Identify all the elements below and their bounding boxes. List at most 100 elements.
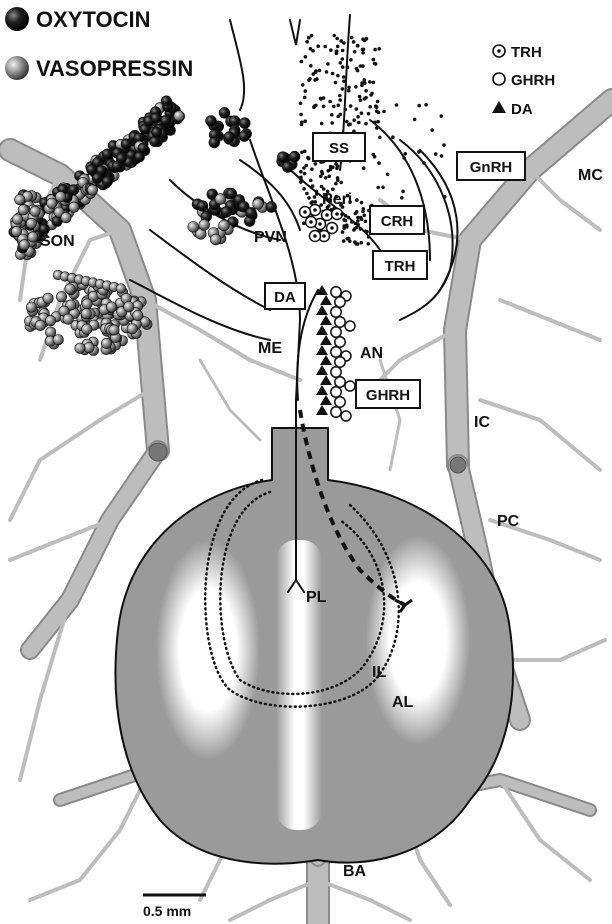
hypophysiotropic-neuron-dot xyxy=(328,100,332,104)
pvn-neuron xyxy=(209,137,220,148)
hypophysiotropic-neuron-dot xyxy=(339,181,343,185)
label-son: SON xyxy=(40,233,75,250)
peri-dot xyxy=(364,220,368,224)
son-neuron xyxy=(82,299,92,309)
son-neuron xyxy=(26,302,36,312)
hypophysiotropic-neuron-dot xyxy=(386,173,390,177)
trh-neuron-core xyxy=(303,210,307,214)
hypophysiotropic-neuron-dot xyxy=(359,98,363,102)
son-neuron xyxy=(45,315,55,325)
hypophysiotropic-neuron-dot xyxy=(363,39,367,43)
label-il: IL xyxy=(372,664,386,681)
hypophysiotropic-neuron-dot xyxy=(376,186,380,190)
oxytocin-swatch-icon xyxy=(5,7,29,31)
label-peri: Peri xyxy=(322,191,352,208)
label-ss: SS xyxy=(329,140,349,157)
vasopressin-swatch-icon xyxy=(5,56,29,80)
hypophysiotropic-neuron-dot xyxy=(344,108,348,112)
hypophysiotropic-neuron-dot xyxy=(330,113,334,117)
son-neuron xyxy=(133,310,143,320)
da-neuron xyxy=(316,365,328,375)
hypophysiotropic-neuron-dot xyxy=(337,104,341,108)
hypophysiotropic-neuron-dot xyxy=(300,60,304,64)
son-neuron xyxy=(69,202,79,212)
da-symbol-icon xyxy=(492,101,506,113)
hypophysiotropic-neuron-dot xyxy=(377,161,381,165)
hypophysiotropic-neuron-dot xyxy=(314,69,318,73)
legend-ghrh: GHRH xyxy=(511,72,555,89)
hypophysiotropic-neuron-dot xyxy=(362,166,366,170)
hypophysiotropic-neuron-dot xyxy=(334,81,338,85)
legend-oxytocin: OXYTOCIN xyxy=(36,7,151,32)
pvn-neuron xyxy=(277,152,288,163)
hypophysiotropic-neuron-dot xyxy=(373,48,377,52)
hypophysiotropic-neuron-dot xyxy=(339,39,343,43)
ghrh-neuron xyxy=(345,321,355,331)
label-me: ME xyxy=(258,340,282,357)
son-neuron xyxy=(174,111,184,121)
son-neuron xyxy=(28,232,38,242)
hypophysiotropic-neuron-dot xyxy=(319,97,323,101)
hypophysiotropic-neuron-dot xyxy=(400,196,404,200)
hypophysiotropic-neuron-dot xyxy=(324,176,328,180)
da-neuron xyxy=(320,355,332,365)
ghrh-neuron xyxy=(331,347,341,357)
label-mc: MC xyxy=(578,167,603,184)
label-pc: PC xyxy=(497,513,520,530)
hypophysiotropic-neuron-dot xyxy=(336,179,340,183)
peri-dot xyxy=(342,239,346,243)
peri-dot xyxy=(345,223,349,227)
peri-dot xyxy=(355,210,359,214)
hypophysiotropic-neuron-dot xyxy=(391,135,395,139)
arcuate-neuron-cluster xyxy=(316,285,355,421)
hypophysiotropic-neuron-dot xyxy=(303,96,307,100)
hypophysiotropic-neuron-dot xyxy=(349,104,353,108)
son-neuron xyxy=(87,185,97,195)
hypophysiotropic-neuron-dot xyxy=(327,175,331,179)
son-neuron xyxy=(116,153,126,163)
hypophysiotropic-neuron-dot xyxy=(372,81,376,85)
peri-dot xyxy=(363,214,367,218)
label-trh: TRH xyxy=(385,258,416,275)
label-crh: CRH xyxy=(381,213,414,230)
hypophysiotropic-neuron-dot xyxy=(329,48,333,52)
peri-dot xyxy=(356,223,360,227)
da-neuron xyxy=(316,325,328,335)
box-trh: TRH xyxy=(373,251,427,279)
peri-dot xyxy=(355,198,359,202)
da-neuron xyxy=(316,305,328,315)
hypophysiotropic-neuron-dot xyxy=(395,103,399,107)
peri-dot xyxy=(362,207,366,211)
label-da: DA xyxy=(274,289,296,306)
hypophysiotropic-neuron-dot xyxy=(331,166,335,170)
son-neuron xyxy=(102,149,112,159)
son-neuron xyxy=(19,240,29,250)
ghrh-neuron xyxy=(335,397,345,407)
ghrh-neuron xyxy=(331,327,341,337)
hypophysiotropic-neuron-dot xyxy=(378,136,382,140)
hypophysiotropic-neuron-dot xyxy=(341,87,345,91)
box-ss: SS xyxy=(313,133,365,161)
son-neuron xyxy=(15,194,25,204)
ghrh-neuron xyxy=(331,307,341,317)
da-neuron xyxy=(316,405,328,415)
hypophysiotropic-neuron-dot xyxy=(299,113,303,117)
scale-bar: 0.5 mm xyxy=(143,895,206,919)
hypophysiotropic-neuron-dot xyxy=(422,161,426,165)
peri-dot xyxy=(367,242,371,246)
da-neuron xyxy=(320,375,332,385)
pvn-neuron xyxy=(289,151,300,162)
hypophysiotropic-neuron-dot xyxy=(440,154,444,158)
trh-neuron-core xyxy=(313,234,317,238)
hypophysiotropic-neuron-dot xyxy=(331,72,335,76)
trh-neuron-core xyxy=(318,222,322,226)
peri-dot xyxy=(340,212,344,216)
trh-neuron-core xyxy=(325,213,329,217)
hypophysiotropic-neuron-dot xyxy=(335,50,339,54)
son-neuron xyxy=(116,284,126,294)
hypophysiotropic-neuron-dot xyxy=(402,156,406,160)
da-neuron xyxy=(320,315,332,325)
vessel-cross-section-left xyxy=(149,443,167,461)
ghrh-symbol-icon xyxy=(493,73,505,85)
ghrh-neuron xyxy=(331,367,341,377)
